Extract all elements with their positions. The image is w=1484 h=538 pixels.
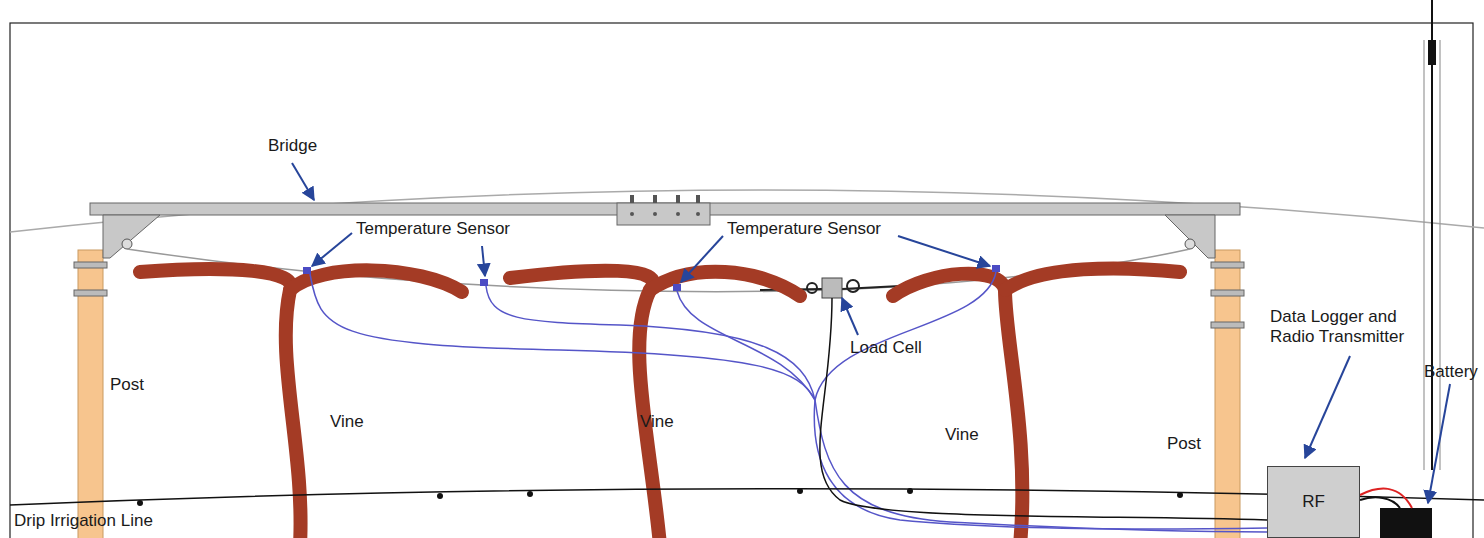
part-label: Load Cell: [850, 338, 922, 358]
antenna: [1431, 0, 1433, 470]
part-label: Drip Irrigation Line: [14, 511, 153, 531]
frame: [10, 23, 1473, 538]
part-label: Vine: [330, 412, 364, 432]
box-text: RF: [1302, 492, 1325, 512]
part-label: Battery: [1424, 362, 1478, 382]
vine: [140, 268, 1180, 538]
part-label: Post: [110, 375, 144, 395]
leader-arrow: [292, 163, 1450, 503]
part-label: Temperature Sensor: [356, 219, 510, 239]
part-label: Bridge: [268, 136, 317, 156]
part-label: Vine: [640, 412, 674, 432]
battery: [1380, 508, 1432, 538]
sensor-cable: [310, 272, 1267, 532]
load-cell: [822, 278, 842, 298]
radio-box: RF: [1267, 466, 1360, 538]
part-label: Post: [1167, 434, 1201, 454]
temperature-sensor: [303, 265, 1000, 291]
drip-line: [10, 489, 1484, 505]
part-label: Temperature Sensor: [727, 219, 881, 239]
part-label: Data Logger and Radio Transmitter: [1270, 307, 1430, 347]
part-label: Vine: [945, 425, 979, 445]
